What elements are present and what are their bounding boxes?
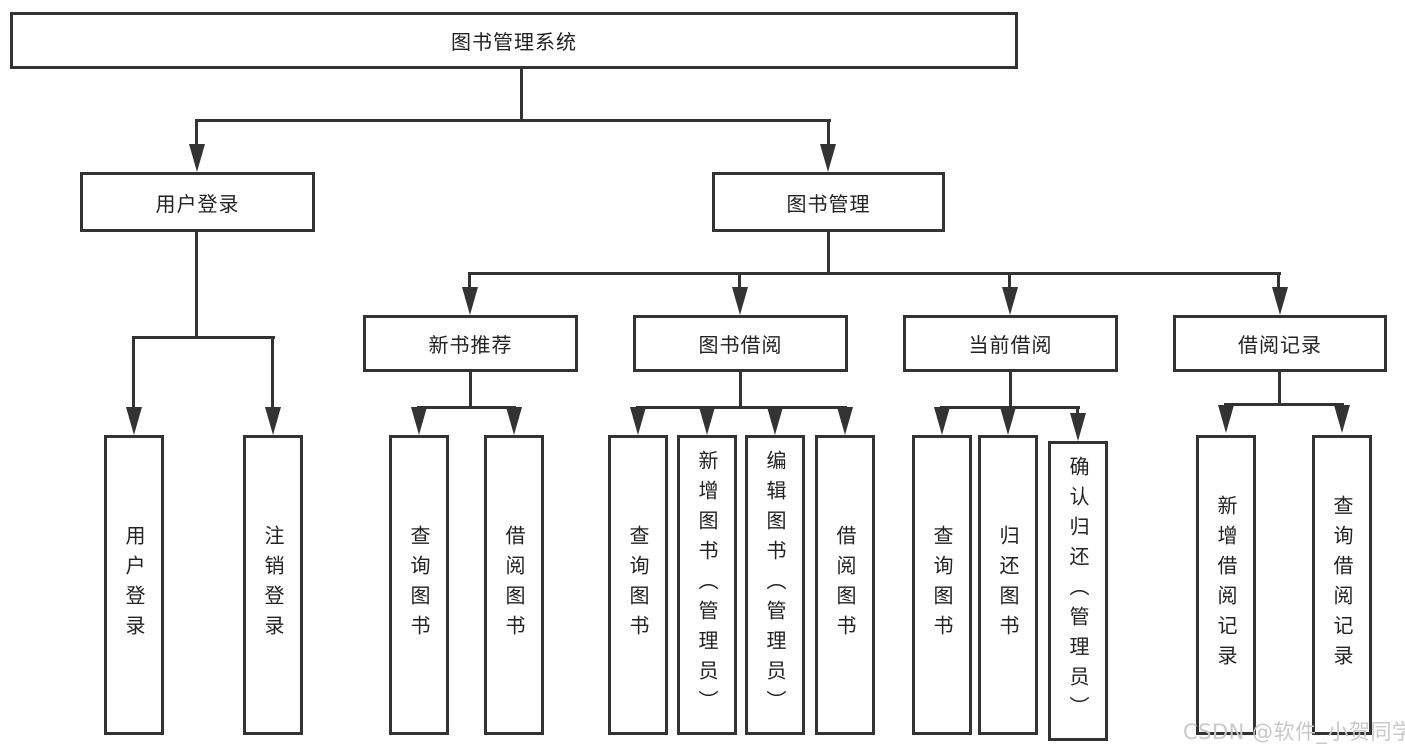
edge-newbook-stem xyxy=(469,372,472,409)
edge-userlogin-hline xyxy=(133,336,275,339)
leaf-query-books-recommend: 查询图书 xyxy=(389,435,449,735)
edge-current-drop-3 xyxy=(1076,406,1079,416)
edge-bookmgmt-drop-3 xyxy=(1008,272,1011,290)
arrowhead-borrow-leaf-1 xyxy=(630,407,646,435)
arrowhead-current-borrow xyxy=(1002,287,1018,315)
edge-bookmgmt-drop-2 xyxy=(738,272,741,290)
arrowhead-borrow-leaf-3 xyxy=(767,407,783,435)
arrowhead-borrow-leaf-2 xyxy=(699,407,715,435)
arrowhead-borrow-records xyxy=(1272,287,1288,315)
edge-userlogin-stem xyxy=(195,232,198,339)
leaf-query-borrow-record: 查询借阅记录 xyxy=(1312,435,1372,735)
csdn-watermark: CSDN @软件_小贺同学 xyxy=(1183,720,1405,744)
arrowhead-current-leaf-3 xyxy=(1070,413,1086,441)
leaf-add-books-admin: 新增图书（管理员） xyxy=(677,435,737,735)
arrowhead-current-leaf-1 xyxy=(934,407,950,435)
edge-bookmgmt-stem xyxy=(827,232,830,274)
edge-newbook-hline xyxy=(417,406,516,409)
node-book-borrowing: 图书借阅 xyxy=(633,315,848,372)
arrowhead-newbook-leaf-2 xyxy=(506,407,522,435)
node-user-login: 用户登录 xyxy=(80,172,315,232)
arrowhead-login-leaf xyxy=(126,407,142,435)
leaf-user-login: 用户登录 xyxy=(104,435,164,735)
leaf-edit-books-admin: 编辑图书（管理员） xyxy=(745,435,805,735)
arrowhead-logout-leaf xyxy=(265,407,281,435)
arrowhead-current-leaf-2 xyxy=(1000,407,1016,435)
arrowhead-book-mgmt xyxy=(820,144,836,172)
arrowhead-user-login xyxy=(189,144,205,172)
edge-userlogin-drop-1 xyxy=(132,336,135,411)
edge-root-drop-left xyxy=(195,119,198,149)
arrowhead-new-books xyxy=(462,287,478,315)
edge-bookmgmt-hline xyxy=(469,272,1281,275)
edge-records-stem xyxy=(1278,372,1281,406)
edge-root-hline xyxy=(195,119,831,122)
node-new-book-recommend: 新书推荐 xyxy=(363,315,578,372)
arrowhead-records-leaf-1 xyxy=(1218,405,1234,433)
leaf-query-books-current: 查询图书 xyxy=(912,435,972,735)
edge-borrow-stem xyxy=(739,372,742,409)
edge-root-stem xyxy=(520,68,523,122)
arrowhead-borrow-leaf-4 xyxy=(837,407,853,435)
leaf-confirm-return-admin: 确认归还（管理员） xyxy=(1048,441,1108,741)
edge-bookmgmt-drop-1 xyxy=(468,272,471,290)
leaf-borrow-books: 借阅图书 xyxy=(815,435,875,735)
edge-userlogin-drop-2 xyxy=(271,336,274,411)
node-root-library-system: 图书管理系统 xyxy=(10,12,1018,69)
arrowhead-book-borrow xyxy=(732,287,748,315)
leaf-add-borrow-record: 新增借阅记录 xyxy=(1196,435,1256,735)
node-borrowing-records: 借阅记录 xyxy=(1173,315,1387,372)
node-current-borrowing: 当前借阅 xyxy=(903,315,1118,372)
leaf-logout: 注销登录 xyxy=(243,435,303,735)
edge-bookmgmt-drop-4 xyxy=(1277,272,1280,290)
edge-root-drop-right xyxy=(827,119,830,149)
arrowhead-newbook-leaf-1 xyxy=(411,407,427,435)
leaf-borrow-books-recommend: 借阅图书 xyxy=(484,435,544,735)
leaf-return-books: 归还图书 xyxy=(978,435,1038,735)
leaf-query-books-borrowing: 查询图书 xyxy=(608,435,668,735)
arrowhead-records-leaf-2 xyxy=(1334,405,1350,433)
edge-records-hline xyxy=(1224,403,1344,406)
edge-current-stem xyxy=(1009,372,1012,409)
node-book-management: 图书管理 xyxy=(712,172,945,232)
edge-borrow-hline xyxy=(636,406,847,409)
